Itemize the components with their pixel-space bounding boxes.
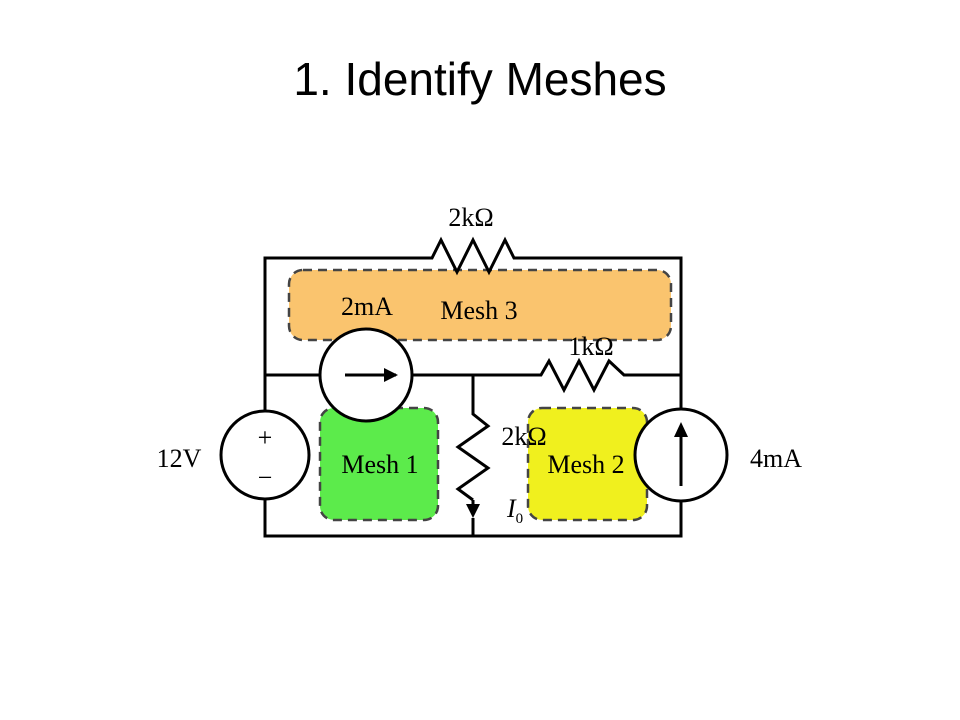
current-i0-main: I	[506, 494, 517, 523]
center-branch-wire	[455, 375, 491, 502]
current-i0-label: I0	[506, 494, 523, 527]
middle-wire	[265, 357, 681, 394]
top-resistor-label: 2kΩ	[448, 203, 493, 232]
mesh-2-label: Mesh 2	[547, 450, 624, 479]
current-i0-subscript: 0	[516, 511, 524, 527]
current-source-4ma-label: 4mA	[750, 444, 802, 473]
voltage-source-label: 12V	[157, 444, 202, 473]
voltage-source-minus: −	[258, 463, 273, 492]
current-source-4ma-arrowhead	[674, 422, 688, 437]
current-i0-arrowhead	[466, 504, 480, 518]
voltage-source-plus: +	[258, 423, 273, 452]
mesh-3-region	[287, 268, 673, 342]
current-source-2ma-arrowhead	[384, 368, 398, 382]
slide-title: 1. Identify Meshes	[293, 53, 667, 105]
mesh-3-label: Mesh 3	[440, 296, 517, 325]
center-resistor-label: 2kΩ	[501, 422, 546, 451]
current-source-2ma-label: 2mA	[341, 292, 393, 321]
middle-resistor-label: 1kΩ	[568, 332, 613, 361]
bottom-wire	[263, 500, 683, 538]
top-wire	[263, 236, 683, 455]
mesh-1-label: Mesh 1	[341, 450, 418, 479]
voltage-source-12v	[219, 409, 311, 501]
